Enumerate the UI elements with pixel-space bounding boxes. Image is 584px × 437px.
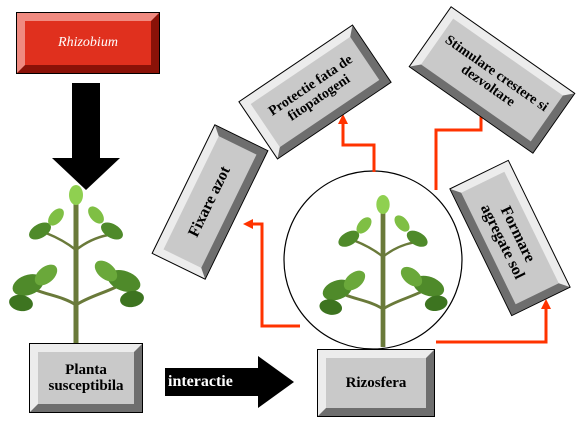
down-arrow-icon	[52, 83, 120, 190]
interactie-label: interactie	[168, 373, 233, 390]
rizosfera-box: Rizosfera	[317, 349, 435, 417]
right-arrow-icon	[165, 356, 294, 408]
plant-icon	[8, 185, 145, 345]
connector-lines	[248, 110, 548, 344]
rizosfera-label: Rizosfera	[345, 374, 407, 391]
planta-label: Planta susceptibila	[48, 361, 124, 394]
rhizobium-box: Rhizobium	[16, 12, 160, 74]
fixare-label: Fixare azot	[185, 163, 235, 241]
interactie-label-wrap: interactie	[168, 370, 258, 394]
rhizobium-label: Rhizobium	[58, 35, 118, 50]
planta-box: Planta susceptibila	[29, 343, 143, 413]
rhizosphere-circle	[283, 170, 463, 350]
